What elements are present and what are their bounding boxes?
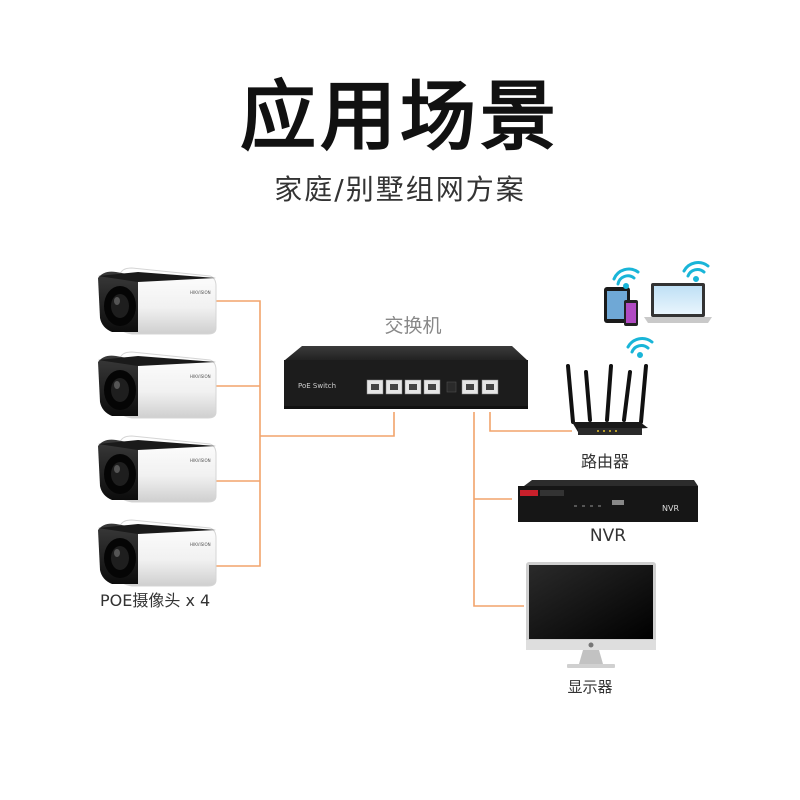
page-subtitle: 家庭/别墅组网方案: [274, 173, 526, 206]
nvr-panel-text: NVR: [662, 504, 679, 513]
poe-camera-4: HIKVISION: [97, 519, 217, 587]
switch-panel-text: PoE Switch: [298, 382, 336, 390]
wifi-icon: [612, 267, 640, 289]
cameras-label: POE摄像头 x 4: [100, 591, 211, 610]
poe-switch: PoE Switch: [284, 346, 528, 409]
wifi-icon: [626, 337, 654, 358]
poe-camera-2: HIKVISION: [97, 351, 217, 419]
camera-brand-text: HIKVISION: [190, 374, 211, 379]
monitor-device: [526, 562, 656, 668]
camera-wires: [216, 300, 395, 567]
laptop-icon: [644, 283, 712, 323]
wifi-icon: [682, 261, 710, 282]
monitor-label: 显示器: [567, 678, 613, 696]
nvr-device: NVR: [518, 480, 698, 522]
router: [566, 364, 648, 435]
poe-camera-1: HIKVISION: [97, 267, 217, 335]
switch-to-devices-wires: [473, 412, 572, 607]
poe-camera-3: HIKVISION: [97, 435, 217, 503]
camera-brand-text: HIKVISION: [190, 458, 211, 463]
camera-brand-text: HIKVISION: [190, 542, 211, 547]
switch-label: 交换机: [384, 315, 442, 337]
nvr-label: NVR: [589, 526, 627, 546]
tablet-phone-icon: [604, 287, 638, 326]
router-label: 路由器: [580, 452, 629, 471]
camera-brand-text: HIKVISION: [190, 290, 211, 295]
page-title: 应用场景: [240, 72, 560, 161]
